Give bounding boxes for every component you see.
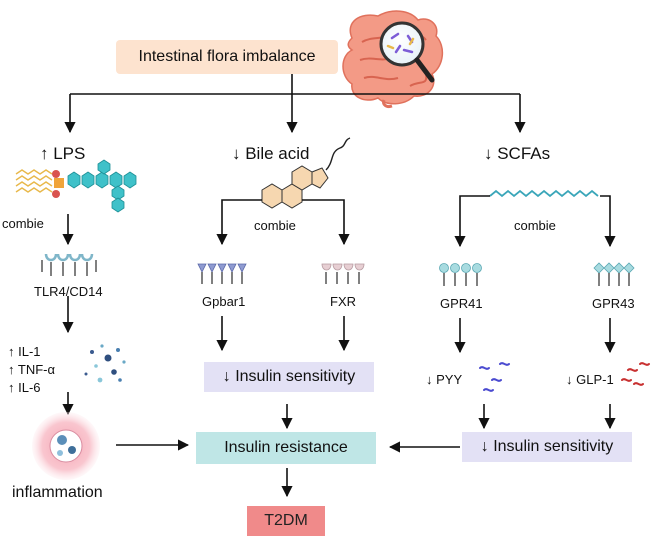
middle-insulin-sensitivity-label: ↓ Insulin sensitivity (222, 368, 356, 385)
tlr4-cd14-label: TLR4/CD14 (34, 284, 103, 299)
gpbar1-label: Gpbar1 (202, 294, 246, 309)
middle-insulin-sensitivity-box: ↓ Insulin sensitivity (204, 362, 374, 392)
magnifier-icon (379, 21, 435, 83)
scfas-header: ↓ SCFAs (484, 144, 551, 163)
right-insulin-sensitivity-label: ↓ Insulin sensitivity (480, 438, 614, 455)
lps-header: ↑ LPS (40, 144, 86, 163)
gpr43-receptor-icon (593, 262, 635, 286)
title-label: Intestinal flora imbalance (138, 48, 316, 65)
top-connector (64, 72, 526, 134)
title-box: Intestinal flora imbalance (116, 40, 338, 74)
pyy-bacteria-icon (479, 362, 510, 392)
insulin-resistance-box: Insulin resistance (196, 432, 376, 464)
tlr4-receptor-icon (41, 253, 97, 276)
cytokine-il6-label: ↑ IL-6 (8, 380, 41, 395)
pyy-label: ↓ PYY (426, 372, 463, 387)
insulin-resistance-label: Insulin resistance (224, 439, 348, 456)
right-arrows (388, 195, 616, 453)
bile-acid-header: ↓ Bile acid (232, 144, 310, 163)
t2dm-label: T2DM (264, 512, 308, 529)
glp1-label: ↓ GLP-1 (566, 372, 614, 387)
middle-arrows (216, 199, 350, 498)
left-combie-label: combie (2, 216, 44, 231)
fxr-label: FXR (330, 294, 356, 309)
gpr41-receptor-icon (439, 263, 482, 286)
right-combie-label: combie (514, 218, 556, 233)
t2dm-box: T2DM (247, 506, 325, 536)
fxr-receptor-icon (321, 263, 365, 284)
cytokine-il1-label: ↑ IL-1 (8, 344, 41, 359)
inflammation-label: inflammation (12, 484, 103, 501)
gpbar1-receptor-icon (197, 263, 247, 284)
gpr43-label: GPR43 (592, 296, 635, 311)
glp1-bacteria-icon (621, 362, 650, 386)
middle-combie-label: combie (254, 218, 296, 233)
gpr41-label: GPR41 (440, 296, 483, 311)
scfa-chain-icon (489, 189, 599, 198)
inflammation-cell-icon (32, 412, 100, 480)
cytokine-cluster-icon (84, 344, 126, 383)
cytokine-tnf-label: ↑ TNF-α (8, 362, 55, 377)
lps-molecule-icon (15, 159, 137, 213)
bile-acid-molecule-icon (261, 137, 351, 209)
left-arrows (62, 214, 190, 451)
right-insulin-sensitivity-box: ↓ Insulin sensitivity (462, 432, 632, 462)
